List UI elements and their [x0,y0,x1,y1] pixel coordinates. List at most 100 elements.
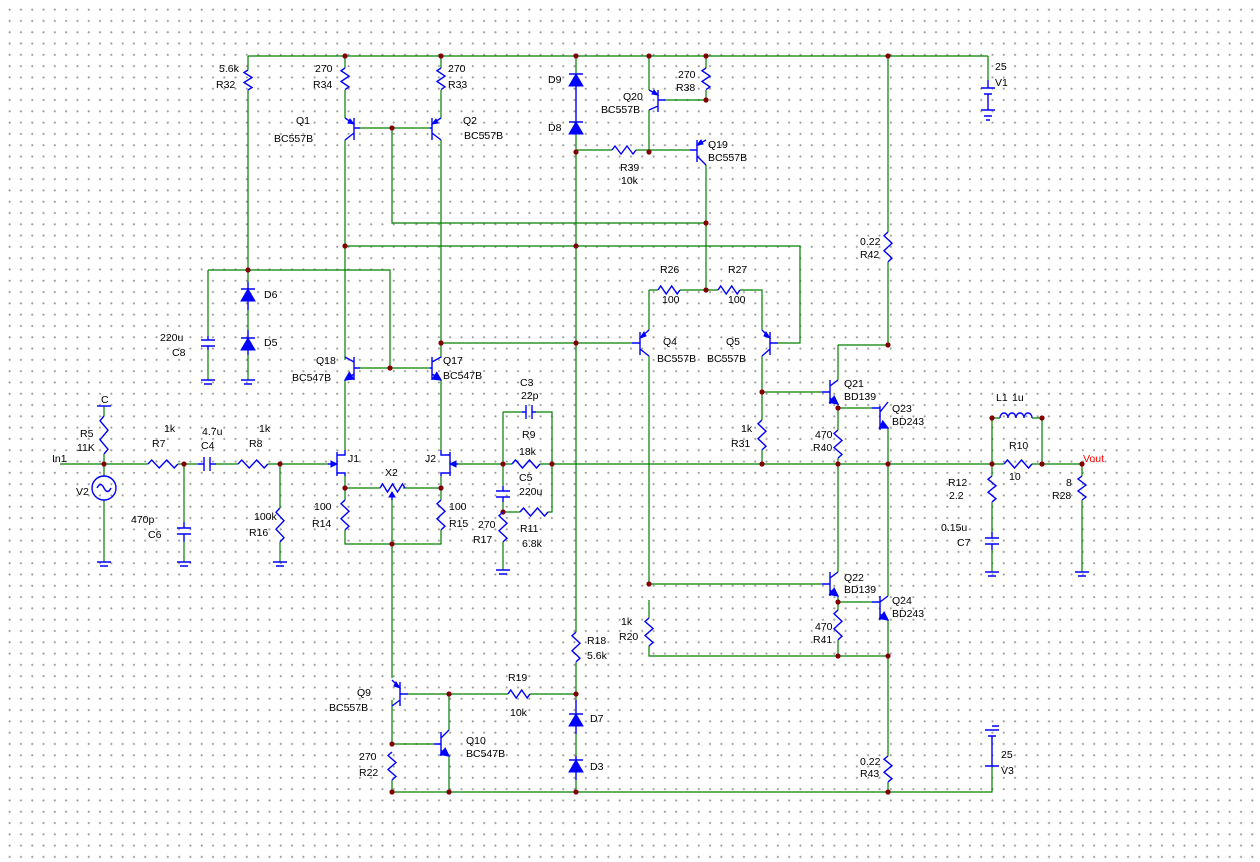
label-q23-model: BD243 [892,416,924,428]
diode-d8 [568,98,584,135]
label-q24-ref: Q24 [892,595,912,607]
label-r5-ref: R5 [80,428,94,440]
label-r43-ref: R43 [860,768,879,780]
label-d7: D7 [590,713,604,725]
label-r33-ref: R33 [448,79,467,91]
label-v3-value: 25 [1001,749,1013,761]
resistor-r33 [435,67,447,91]
label-d5: D5 [264,337,278,349]
label-r14-ref: R14 [312,518,331,530]
label-v3-ref: V3 [1001,765,1014,777]
label-q20-ref: Q20 [623,91,643,103]
label-q21-model: BD139 [844,391,876,403]
diode-d5 [240,330,256,355]
junctions [101,53,1085,795]
capacitor-c3 [522,405,536,419]
label-r42-value: 0.22 [860,236,881,248]
label-q10-ref: Q10 [466,735,486,747]
label-l1-value: 1u [1012,392,1024,404]
label-q4-ref: Q4 [663,336,677,348]
label-c3-value: 22p [521,390,539,402]
label-r11-value: 6.8k [522,538,543,550]
label-r14-value: 100 [314,501,332,513]
label-q2-ref: Q2 [463,115,477,127]
wires [60,55,1083,793]
transistor-q22 [822,571,838,596]
label-r26-value: 100 [662,294,680,306]
label-q5-ref: Q5 [726,336,740,348]
capacitor-symbols [177,336,999,550]
label-r39-value: 10k [621,175,639,187]
label-r31-value: 1k [741,423,753,435]
capacitor-c7 [985,532,999,550]
resistor-r41 [832,609,844,641]
resistor-r28 [1076,475,1088,501]
resistor-r26 [657,284,681,296]
label-q19-ref: Q19 [708,139,728,151]
label-r19-value: 10k [510,707,528,719]
label-v1-value: 25 [995,61,1007,73]
label-c5-ref: C5 [519,472,533,484]
label-q1-model: BC557B [274,133,313,145]
label-r27-value: 100 [728,294,746,306]
label-q1-ref: Q1 [296,115,310,127]
transistor-q5 [761,329,778,357]
label-r8-value: 1k [259,423,271,435]
transistor-q24 [872,595,888,620]
label-q20-model: BC557B [601,104,640,116]
resistor-r18 [570,631,582,663]
label-c5-value: 220u [519,486,543,498]
jfet-j1 [328,450,346,476]
label-r28-value: 8 [1066,477,1072,489]
voltage-source-v3 [985,725,999,767]
label-r38-value: 270 [678,69,696,81]
transistor-q4 [632,329,650,357]
transistor-q10 [434,729,449,756]
resistor-r9 [511,458,541,470]
jfet-j2 [440,450,458,476]
label-q22-ref: Q22 [844,572,864,584]
label-q23-ref: Q23 [892,403,912,415]
capacitor-c4 [198,457,216,471]
label-r40-value: 470 [815,429,833,441]
label-r7-value: 1k [164,423,176,435]
label-r19-ref: R19 [508,672,527,684]
label-c6-ref: C6 [148,529,162,541]
label-q18-model: BC547B [292,372,331,384]
resistor-r20 [643,617,655,647]
label-r12-ref: R12 [948,477,967,489]
label-r33-value: 270 [448,63,466,75]
resistor-r34 [339,67,351,91]
label-r20-ref: R20 [619,631,638,643]
label-d9: D9 [548,74,562,86]
label-r9-value: 18k [519,446,537,458]
label-x2: X2 [385,467,398,479]
transistor-symbols [328,89,888,756]
label-r9-ref: R9 [522,429,536,441]
label-c4-ref: C4 [201,440,215,452]
ground-symbols [97,379,1089,577]
label-r15-ref: R15 [449,518,468,530]
resistor-r27 [717,284,741,296]
label-r17-value: 270 [478,519,496,531]
transistor-q17 [430,356,441,380]
label-r18-ref: R18 [587,635,606,647]
capacitor-c8 [201,336,215,350]
label-r20-value: 1k [621,616,633,628]
label-r34-ref: R34 [313,79,332,91]
label-c7-value: 0.15u [941,522,967,534]
resistor-r40 [832,429,844,459]
transistor-q21 [822,379,838,404]
resistor-r17 [497,511,509,543]
label-j1: J1 [348,453,359,465]
diode-d7 [568,700,584,734]
label-c8-value: 220u [160,332,184,344]
label-r10-ref: R10 [1009,440,1028,452]
label-d8: D8 [548,122,562,134]
label-c4-value: 4.7u [202,426,223,438]
label-r34-value: 270 [315,63,333,75]
label-r41-value: 470 [815,621,833,633]
transistor-q19 [690,139,707,166]
resistor-r7 [147,458,179,470]
